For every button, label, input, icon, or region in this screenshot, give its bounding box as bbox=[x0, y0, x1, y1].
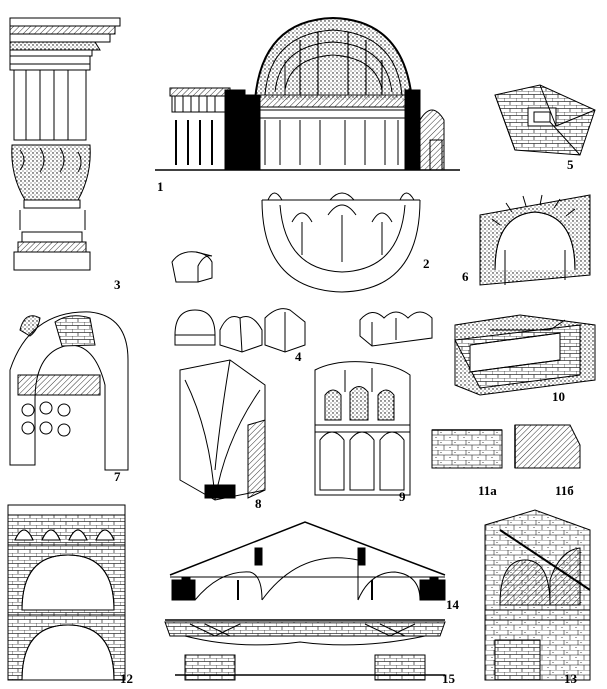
figure-label-12: 12 bbox=[120, 671, 133, 686]
coffered-arch-drawing bbox=[10, 312, 128, 470]
cross-vault-interior-drawing bbox=[180, 360, 265, 500]
figure-label-7: 7 bbox=[114, 469, 121, 484]
wall-section-block-drawing bbox=[455, 315, 595, 395]
figure-label-1: 1 bbox=[157, 179, 164, 194]
pantheon-section-drawing bbox=[155, 18, 460, 170]
roof-truss-drawing bbox=[170, 522, 445, 600]
figure-label-8: 8 bbox=[255, 496, 262, 511]
trussed-bridge-drawing bbox=[165, 620, 445, 680]
corinthian-order-drawing bbox=[10, 18, 120, 270]
figure-label-9: 9 bbox=[399, 489, 406, 504]
voussoir-arch-drawing bbox=[480, 195, 590, 285]
masonry-types-drawing bbox=[432, 425, 580, 468]
figure-label-10: 10 bbox=[552, 389, 565, 404]
figure-label-6: 6 bbox=[462, 269, 469, 284]
figure-label-11b: 11б bbox=[555, 483, 574, 498]
vault-types-drawing bbox=[172, 252, 432, 352]
figure-label-14: 14 bbox=[446, 597, 459, 612]
vaulted-wall-section-drawing bbox=[485, 510, 590, 680]
brick-rib-vault-drawing bbox=[495, 85, 595, 155]
figure-label-4: 4 bbox=[295, 349, 302, 364]
figure-label-3: 3 bbox=[114, 277, 121, 292]
figure-label-5: 5 bbox=[567, 157, 574, 172]
aqueduct-drawing bbox=[8, 505, 125, 680]
figure-label-15: 15 bbox=[442, 671, 455, 686]
apse-with-niches-drawing bbox=[262, 193, 420, 292]
figure-label-11a: 11а bbox=[478, 483, 497, 498]
figure-label-13: 13 bbox=[564, 671, 577, 686]
figure-label-2: 2 bbox=[423, 256, 430, 271]
tiered-arches-drawing bbox=[315, 362, 410, 495]
